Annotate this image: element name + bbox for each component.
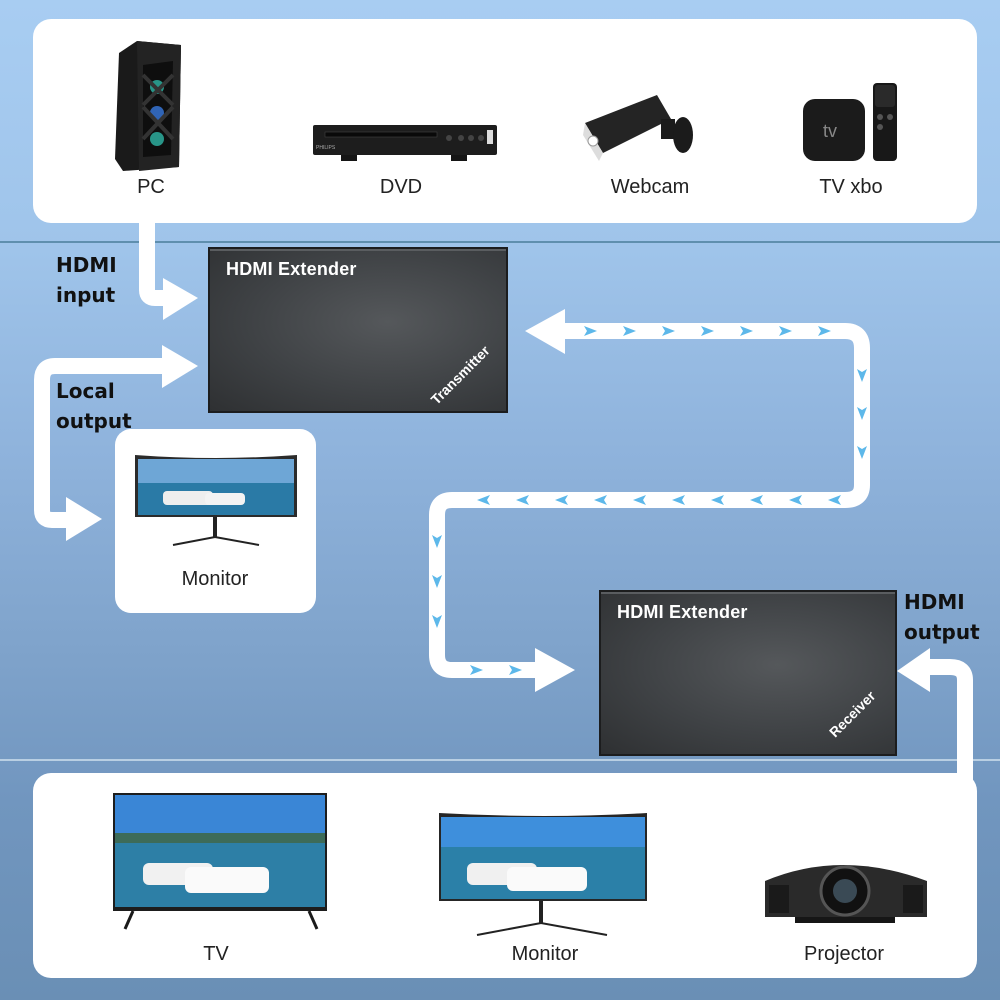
transmitter-title: HDMI Extender	[226, 259, 357, 279]
source-label-tvbox: TV xbo	[819, 176, 883, 198]
signal-chevron	[857, 369, 867, 382]
signal-chevron	[555, 495, 568, 505]
hdmi-input-label: HDMI input	[56, 250, 117, 310]
signal-chevron	[857, 446, 867, 459]
dvd-player-icon: PHILIPS	[313, 125, 497, 161]
hdmi-input-arrow	[139, 222, 165, 306]
signal-chevron	[477, 495, 490, 505]
signal-chevron	[789, 495, 802, 505]
local-output-label-line2: output	[56, 409, 132, 433]
divider-line-top	[0, 241, 1000, 243]
receiver-input-arrowhead	[535, 648, 575, 692]
hdmi-output-arrow	[930, 659, 973, 790]
signal-chevron	[594, 495, 607, 505]
tv-icon	[113, 793, 327, 930]
source-label-dvd: DVD	[379, 176, 423, 198]
local-output-arrowhead-right	[162, 345, 198, 388]
signal-chevron	[672, 495, 685, 505]
signal-chevron	[779, 326, 792, 336]
monitor-icon	[135, 455, 297, 546]
receiver-box: HDMI Extender Receiver	[599, 590, 897, 756]
signal-chevron	[857, 407, 867, 420]
signal-chevrons	[432, 326, 867, 675]
signal-chevron	[662, 326, 675, 336]
signal-chevron	[711, 495, 724, 505]
output-devices-card: TV Monitor Projector	[33, 773, 977, 978]
local-output-label: Local output	[56, 376, 132, 436]
security-camera-icon	[583, 95, 693, 161]
hdmi-input-arrowhead	[163, 278, 198, 320]
signal-chevron	[623, 326, 636, 336]
hdmi-output-label: HDMI output	[904, 587, 980, 647]
receiver-role: Receiver	[825, 687, 879, 741]
divider-line-bottom	[0, 759, 1000, 761]
source-devices-card: PC PHILIPS DVD Webcam tv TV xb	[33, 19, 977, 223]
pc-tower-icon	[115, 41, 181, 171]
source-label-pc: PC	[137, 176, 165, 198]
transmitter-box: HDMI Extender Transmitter	[208, 247, 508, 413]
signal-chevron	[584, 326, 597, 336]
signal-chevron	[509, 665, 522, 675]
monitor-icon	[439, 813, 647, 936]
output-label-tv: TV	[203, 943, 229, 965]
signal-chevron	[750, 495, 763, 505]
signal-chevron	[818, 326, 831, 336]
hdmi-input-label-line1: HDMI	[56, 253, 117, 277]
cat-cable-loop	[429, 323, 870, 678]
transmitter-return-arrowhead	[525, 309, 565, 354]
source-label-webcam: Webcam	[610, 176, 690, 198]
signal-chevron	[701, 326, 714, 336]
hdmi-output-label-line2: output	[904, 620, 980, 644]
signal-chevron	[432, 615, 442, 628]
local-output-arrow	[34, 358, 168, 528]
transmitter-role: Transmitter	[427, 342, 493, 408]
signal-chevron	[828, 495, 841, 505]
hdmi-input-label-line2: input	[56, 283, 116, 307]
local-monitor-card: Monitor	[115, 429, 316, 613]
hdmi-output-arrowhead	[897, 648, 930, 692]
projector-icon	[765, 865, 927, 923]
signal-chevron	[633, 495, 646, 505]
signal-chevron	[432, 575, 442, 588]
signal-chevron	[740, 326, 753, 336]
tv-box-icon: tv	[803, 83, 897, 161]
dvd-brand: PHILIPS	[316, 145, 336, 151]
tvbox-logo: tv	[823, 121, 837, 141]
local-output-arrowhead-monitor	[66, 497, 102, 541]
signal-chevron	[516, 495, 529, 505]
output-label-monitor: Monitor	[511, 943, 579, 965]
receiver-title: HDMI Extender	[617, 602, 748, 622]
signal-chevron	[470, 665, 483, 675]
hdmi-output-label-line1: HDMI	[904, 590, 965, 614]
local-monitor-label: Monitor	[181, 568, 249, 590]
local-output-label-line1: Local	[56, 379, 115, 403]
output-label-projector: Projector	[803, 943, 885, 965]
signal-chevron	[432, 535, 442, 548]
